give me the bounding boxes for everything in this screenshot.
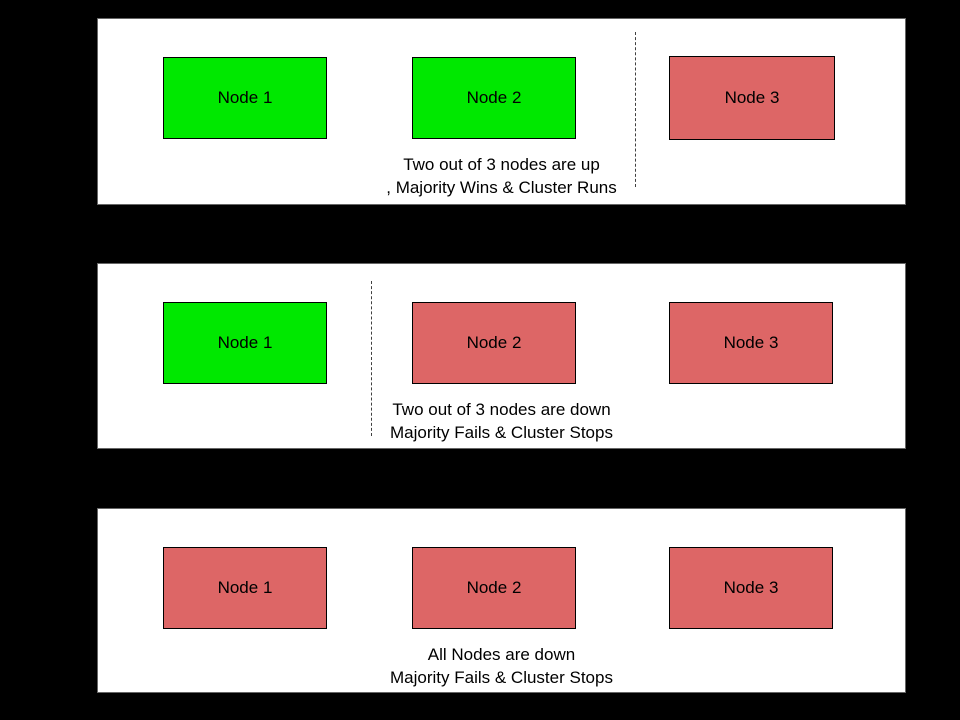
node-box: Node 2	[412, 57, 576, 139]
node-box: Node 3	[669, 547, 833, 629]
scenario-caption: Two out of 3 nodes are down Majority Fai…	[98, 398, 905, 444]
node-label: Node 3	[723, 578, 779, 597]
node-box: Node 2	[412, 302, 576, 384]
caption-line-1: All Nodes are down	[427, 645, 576, 664]
node-label: Node 1	[217, 88, 273, 107]
node-label: Node 2	[466, 333, 522, 352]
node-label: Node 3	[724, 88, 780, 107]
caption-line-2: Majority Fails & Cluster Stops	[390, 668, 613, 687]
node-box: Node 2	[412, 547, 576, 629]
node-box: Node 1	[163, 57, 327, 139]
scenario-caption: Two out of 3 nodes are up , Majority Win…	[98, 153, 905, 199]
caption-line-2: Majority Fails & Cluster Stops	[390, 423, 613, 442]
scenario-caption: All Nodes are down Majority Fails & Clus…	[98, 643, 905, 689]
scenario-panel-majority-down: Node 1 Node 2 Node 3 Two out of 3 nodes …	[97, 263, 906, 449]
node-box: Node 3	[669, 56, 835, 140]
node-label: Node 1	[217, 578, 273, 597]
network-partition-line	[371, 281, 372, 436]
node-label: Node 2	[466, 578, 522, 597]
caption-line-1: Two out of 3 nodes are up	[403, 155, 600, 174]
scenario-panel-majority-up: Node 1 Node 2 Node 3 Two out of 3 nodes …	[97, 18, 906, 205]
node-box: Node 3	[669, 302, 833, 384]
node-box: Node 1	[163, 547, 327, 629]
network-partition-line	[635, 32, 636, 187]
node-label: Node 2	[466, 88, 522, 107]
node-label: Node 3	[723, 333, 779, 352]
caption-line-1: Two out of 3 nodes are down	[392, 400, 611, 419]
caption-line-2: , Majority Wins & Cluster Runs	[386, 178, 617, 197]
scenario-panel-all-down: Node 1 Node 2 Node 3 All Nodes are down …	[97, 508, 906, 693]
node-box: Node 1	[163, 302, 327, 384]
node-label: Node 1	[217, 333, 273, 352]
